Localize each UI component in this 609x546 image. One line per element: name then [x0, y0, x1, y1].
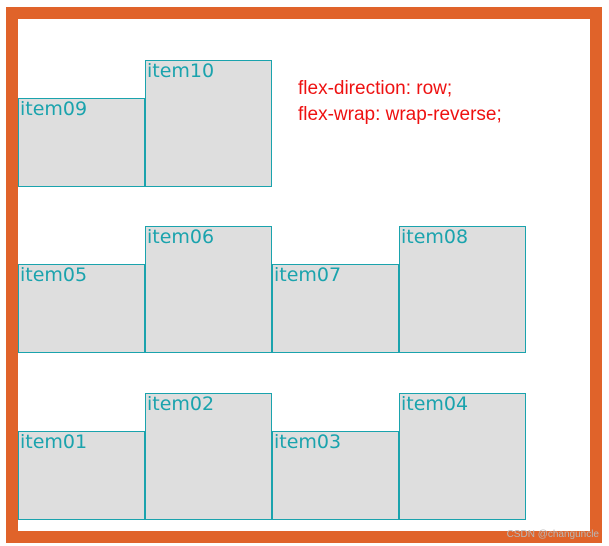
flex-item-07: item07	[272, 264, 399, 353]
item-label: item07	[274, 264, 342, 286]
item-label: item09	[20, 98, 88, 120]
watermark: CSDN @changuncle	[506, 529, 599, 540]
flex-item-06: item06	[145, 226, 272, 353]
item-label: item08	[401, 226, 469, 248]
note-line-flex-wrap: flex-wrap: wrap-reverse;	[298, 104, 502, 125]
item-label: item05	[20, 264, 88, 286]
flex-item-04: item04	[399, 393, 526, 520]
flex-item-03: item03	[272, 431, 399, 520]
item-label: item06	[147, 226, 215, 248]
flex-line-1: item01 item02 item03 item04	[18, 393, 526, 520]
flex-item-02: item02	[145, 393, 272, 520]
flex-container: item09 item10 item05 item06 item07 item0…	[6, 7, 602, 543]
note-line-flex-direction: flex-direction: row;	[298, 78, 453, 99]
flex-item-01: item01	[18, 431, 145, 520]
flex-item-10: item10	[145, 60, 272, 187]
item-label: item01	[20, 431, 88, 453]
flex-line-2: item05 item06 item07 item08	[18, 226, 526, 353]
item-label: item04	[401, 393, 469, 415]
flex-item-05: item05	[18, 264, 145, 353]
flex-item-09: item09	[18, 98, 145, 187]
css-note: flex-direction: row; flex-wrap: wrap-rev…	[298, 76, 502, 128]
flex-item-08: item08	[399, 226, 526, 353]
flex-line-3: item09 item10	[18, 60, 272, 187]
item-label: item10	[147, 60, 215, 82]
item-label: item03	[274, 431, 342, 453]
item-label: item02	[147, 393, 215, 415]
